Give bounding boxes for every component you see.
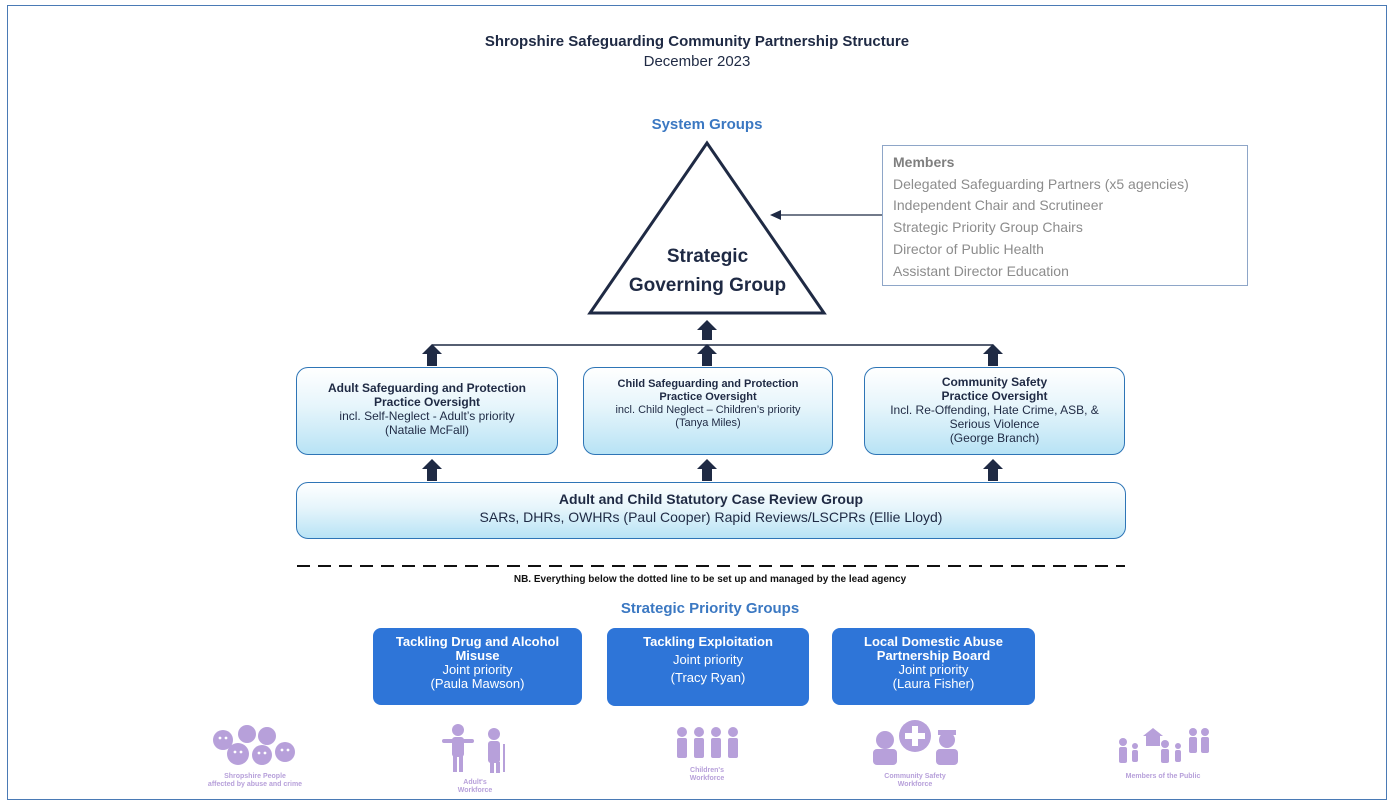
icon-label: affected by abuse and crime: [207, 781, 303, 788]
box-extra: Serious Violence: [949, 417, 1040, 431]
page-title: Shropshire Safeguarding Community Partne…: [484, 33, 910, 50]
member-item: Independent Chair and Scrutineer: [893, 197, 1104, 214]
box-title: Community Safety: [941, 375, 1048, 389]
box-lead: (George Branch): [949, 431, 1040, 445]
box-title: Partnership Board: [876, 648, 991, 663]
member-item: Delegated Safeguarding Partners (x5 agen…: [893, 175, 1189, 192]
children-icon: [677, 727, 738, 758]
icon-label: Workforce: [457, 787, 493, 794]
box-detail: Joint priority: [672, 652, 744, 667]
review-title: Adult and Child Statutory Case Review Gr…: [558, 491, 864, 507]
drug-alcohol-group-box: Tackling Drug and Alcohol Misuse Joint p…: [373, 628, 582, 705]
footer-icon-children: Children's Workforce: [655, 726, 759, 783]
sad-faces-icon: [213, 725, 295, 765]
box-lead: (Paula Mawson): [430, 676, 525, 691]
footer-icon-community-safety: Community Safety Workforce: [860, 718, 970, 789]
case-review-group-box: Adult and Child Statutory Case Review Gr…: [296, 482, 1126, 539]
footer-icon-people: Shropshire People affected by abuse and …: [190, 722, 320, 789]
icon-label: Children's: [690, 767, 724, 774]
adults-icon: [442, 724, 505, 773]
icon-label: Workforce: [897, 781, 933, 788]
box-detail: Incl. Re-Offending, Hate Crime, ASB, &: [890, 403, 1099, 417]
icon-label: Members of the Public: [1125, 773, 1201, 780]
box-detail: incl. Child Neglect – Children’s priorit…: [615, 404, 801, 416]
adult-practice-oversight-box: Adult Safeguarding and Protection Practi…: [296, 367, 558, 455]
up-arrow-review-adult: [422, 459, 442, 481]
strategic-governing-group: Strategic Governing Group: [590, 242, 825, 300]
up-arrow-community: [983, 344, 1003, 366]
community-safety-icon: [873, 720, 958, 765]
members-heading: Members: [893, 154, 955, 170]
footer-icon-adults: Adult's Workforce: [420, 722, 530, 795]
strategic-line2: Governing Group: [628, 275, 787, 296]
member-item: Strategic Priority Group Chairs: [893, 219, 1083, 236]
box-title: Adult Safeguarding and Protection: [327, 381, 526, 395]
child-practice-oversight-box: Child Safeguarding and Protection Practi…: [583, 367, 833, 455]
up-arrow-child: [697, 344, 717, 366]
icon-label: Shropshire People: [224, 773, 286, 780]
member-item: Assistant Director Education: [893, 262, 1069, 279]
community-practice-oversight-box: Community Safety Practice Oversight Incl…: [864, 367, 1125, 455]
members-arrowhead: [770, 210, 781, 220]
up-arrow-review-child: [697, 459, 717, 481]
box-detail: Joint priority: [442, 662, 513, 677]
box-lead: (Tanya Miles): [675, 417, 741, 429]
nb-note: NB. Everything below the dotted line to …: [513, 574, 907, 585]
footer-icon-public: Members of the Public: [1108, 722, 1218, 781]
box-detail: incl. Self-Neglect - Adult’s priority: [339, 409, 515, 423]
box-title: Tackling Drug and Alcohol: [395, 634, 560, 649]
exploitation-group-box: Tackling Exploitation Joint priority (Tr…: [607, 628, 809, 706]
box-lead: (Natalie McFall): [384, 423, 469, 437]
public-icon: [1119, 728, 1209, 763]
strategic-priority-groups-label: Strategic Priority Groups: [620, 600, 800, 617]
icon-label: Community Safety: [884, 773, 946, 780]
domestic-abuse-group-box: Local Domestic Abuse Partnership Board J…: [832, 628, 1035, 705]
strategic-line1: Strategic: [666, 246, 749, 267]
box-title: Practice Oversight: [941, 389, 1048, 403]
system-groups-label: System Groups: [651, 116, 763, 133]
box-lead: (Laura Fisher): [892, 676, 975, 691]
box-title: Practice Oversight: [659, 391, 757, 403]
box-title: Misuse: [455, 648, 500, 663]
icon-label: Adult's: [463, 779, 487, 786]
box-lead: (Tracy Ryan): [670, 670, 746, 685]
up-arrow-triangle: [697, 320, 717, 340]
page-subtitle: December 2023: [643, 53, 751, 70]
box-detail: Joint priority: [898, 662, 969, 677]
box-title: Practice Oversight: [373, 395, 481, 409]
triangle-shape: [587, 140, 827, 315]
member-item: Director of Public Health: [893, 240, 1044, 257]
members-box: Members Delegated Safeguarding Partners …: [882, 145, 1248, 286]
review-detail: SARs, DHRs, OWHRs (Paul Cooper) Rapid Re…: [479, 509, 943, 525]
up-arrow-review-community: [983, 459, 1003, 481]
icon-label: Workforce: [689, 775, 725, 782]
diagram-frame: [7, 5, 1387, 800]
box-title: Tackling Exploitation: [643, 634, 773, 649]
box-title: Local Domestic Abuse: [864, 634, 1003, 649]
up-arrow-adult: [422, 344, 442, 366]
box-title: Child Safeguarding and Protection: [617, 378, 799, 390]
